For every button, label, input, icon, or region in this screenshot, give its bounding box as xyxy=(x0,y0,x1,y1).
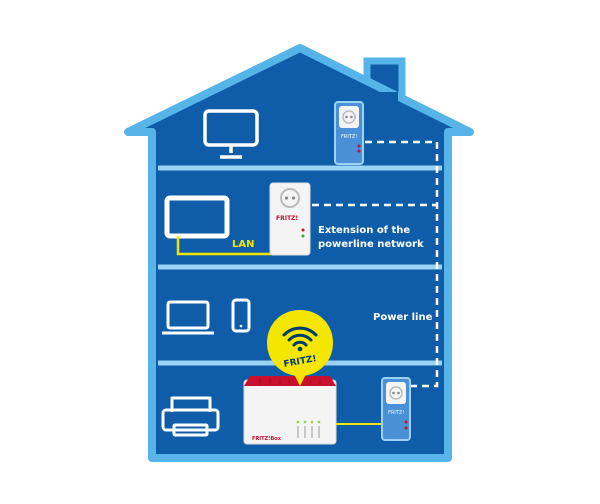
router-logo: FRITZ!Box xyxy=(252,436,282,442)
printer-icon xyxy=(161,396,220,437)
extension-label-line2: powerline network xyxy=(318,239,424,250)
wifi-badge: FRITZ! xyxy=(267,310,333,386)
router: FRITZ!Box xyxy=(243,376,337,445)
adapter-logo-bottom: FRITZ! xyxy=(388,410,404,416)
tv-icon xyxy=(164,195,230,239)
powerline-adapter-top: FRITZ! xyxy=(334,101,364,165)
powerline-adapter-middle: FRITZ! xyxy=(269,182,311,256)
extension-label-line1: Extension of the xyxy=(318,225,410,236)
adapter-logo-middle: FRITZ! xyxy=(276,215,298,222)
power-line-label: Power line xyxy=(373,312,433,323)
lan-label: LAN xyxy=(232,239,254,250)
monitor-icon xyxy=(203,109,259,159)
powerline-adapter-bottom: FRITZ! xyxy=(381,377,411,441)
adapter-logo-top: FRITZ! xyxy=(341,134,357,140)
phone-icon xyxy=(231,298,251,333)
powerline-dashed-path xyxy=(312,140,439,388)
wifi-icon xyxy=(282,326,318,347)
laptop-icon xyxy=(162,300,214,335)
